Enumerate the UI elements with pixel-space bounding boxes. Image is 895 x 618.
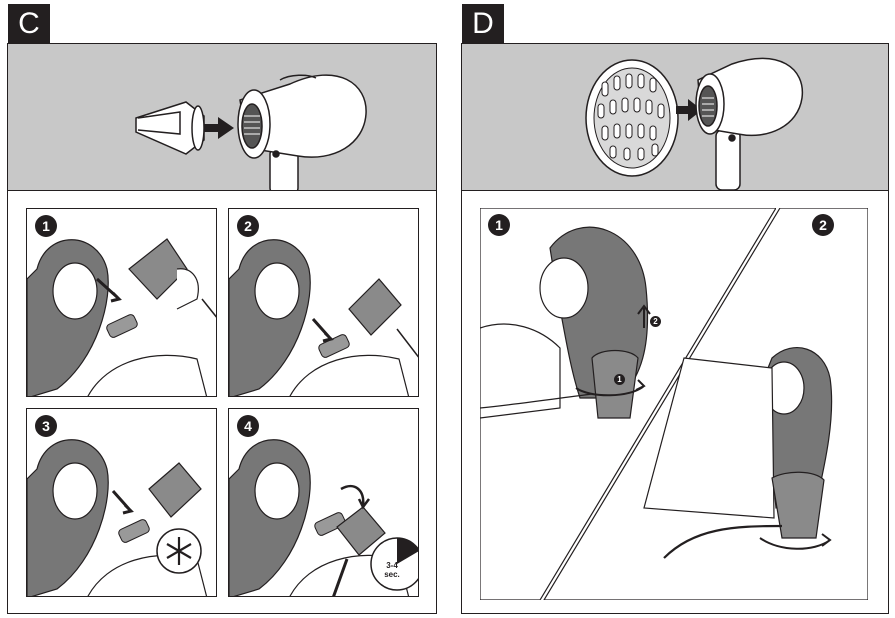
section-c-frame: 1 2 3 <box>7 43 437 614</box>
sub-step-badge: 2 <box>650 316 661 327</box>
section-c-step-2-panel: 2 <box>228 208 419 397</box>
hair-dryer-icon <box>695 57 804 190</box>
section-d-header-illustration <box>462 44 888 191</box>
step-number-badge: 2 <box>812 214 834 236</box>
arrow-icon <box>676 99 702 121</box>
concentrator-nozzle-icon <box>135 101 205 155</box>
timer-icon <box>370 537 418 591</box>
step-number-badge: 3 <box>35 415 57 437</box>
hair-dryer-icon <box>237 74 367 190</box>
diffuser-icon <box>585 59 679 177</box>
timer-unit: sec. <box>384 570 400 579</box>
step-number-badge: 1 <box>488 214 510 236</box>
section-c-step-1-panel: 1 <box>26 208 217 397</box>
section-d-letter: D <box>462 4 504 44</box>
step-number-badge: 1 <box>35 215 57 237</box>
section-c-step-4-panel: 4 3-4 sec. <box>228 408 419 597</box>
section-d-step-2-panel: 2 <box>524 208 868 600</box>
step-number-badge: 4 <box>237 415 259 437</box>
section-c-step-3-panel: 3 <box>26 408 217 597</box>
snowflake-icon <box>156 528 202 574</box>
timer-label: 3-4 sec. <box>379 561 405 579</box>
section-c-letter: C <box>8 4 50 44</box>
step-number-badge: 2 <box>237 215 259 237</box>
sub-step-badge: 1 <box>614 374 625 385</box>
arrow-icon <box>204 117 234 139</box>
section-d-frame: 1 1 2 2 <box>461 43 889 614</box>
timer-value: 3-4 <box>386 561 398 570</box>
section-c-header-illustration <box>8 44 436 191</box>
